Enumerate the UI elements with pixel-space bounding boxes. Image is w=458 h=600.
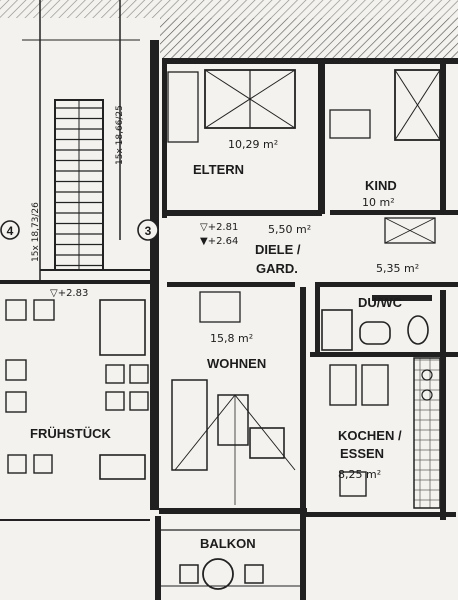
wohnen-area: 15,8 m² [210,332,253,345]
stair-note-upper: 15x 18,66/25 [115,105,125,165]
fruehstueck-furniture [5,299,149,480]
svg-text:3: 3 [145,224,152,238]
eltern-label: ELTERN [193,162,244,177]
diele-label-line2: GARD. [256,261,298,276]
balkon-furniture [179,558,264,590]
svg-text:4: 4 [7,224,14,238]
bathroom-fixtures [321,295,432,351]
kochen-label-line1: KOCHEN / [338,428,402,443]
diele-label-line1: DIELE / [255,242,301,257]
wohnen-furniture [171,291,296,505]
stair-note-left: 15x 18,73/26 [31,202,41,262]
kind-area: 10 m² [362,196,395,209]
grid-marker-3: 3 [137,219,159,241]
duwc-area: 5,35 m² [376,262,419,275]
kind-label: KIND [365,178,397,193]
level-283: ▽+2.83 [50,288,88,299]
level-264: ▼+2.64 [200,236,238,247]
level-281: ▽+2.81 [200,222,238,233]
wohnen-label: WOHNEN [207,356,266,371]
duwc-label: DU/WC [358,295,403,310]
fruehstueck-label: FRÜHSTÜCK [30,426,111,441]
bed-kind [329,69,441,244]
grid-marker-4: 4 [0,220,20,240]
bed-eltern [167,69,296,143]
kochen-area: 8,25 m² [338,468,381,481]
eltern-area: 10,29 m² [228,138,278,151]
balkon-label: BALKON [200,536,256,551]
kitchen-fixtures [329,357,441,509]
kochen-label-line2: ESSEN [340,446,384,461]
diele-area: 5,50 m² [268,223,311,236]
staircase [22,39,150,271]
